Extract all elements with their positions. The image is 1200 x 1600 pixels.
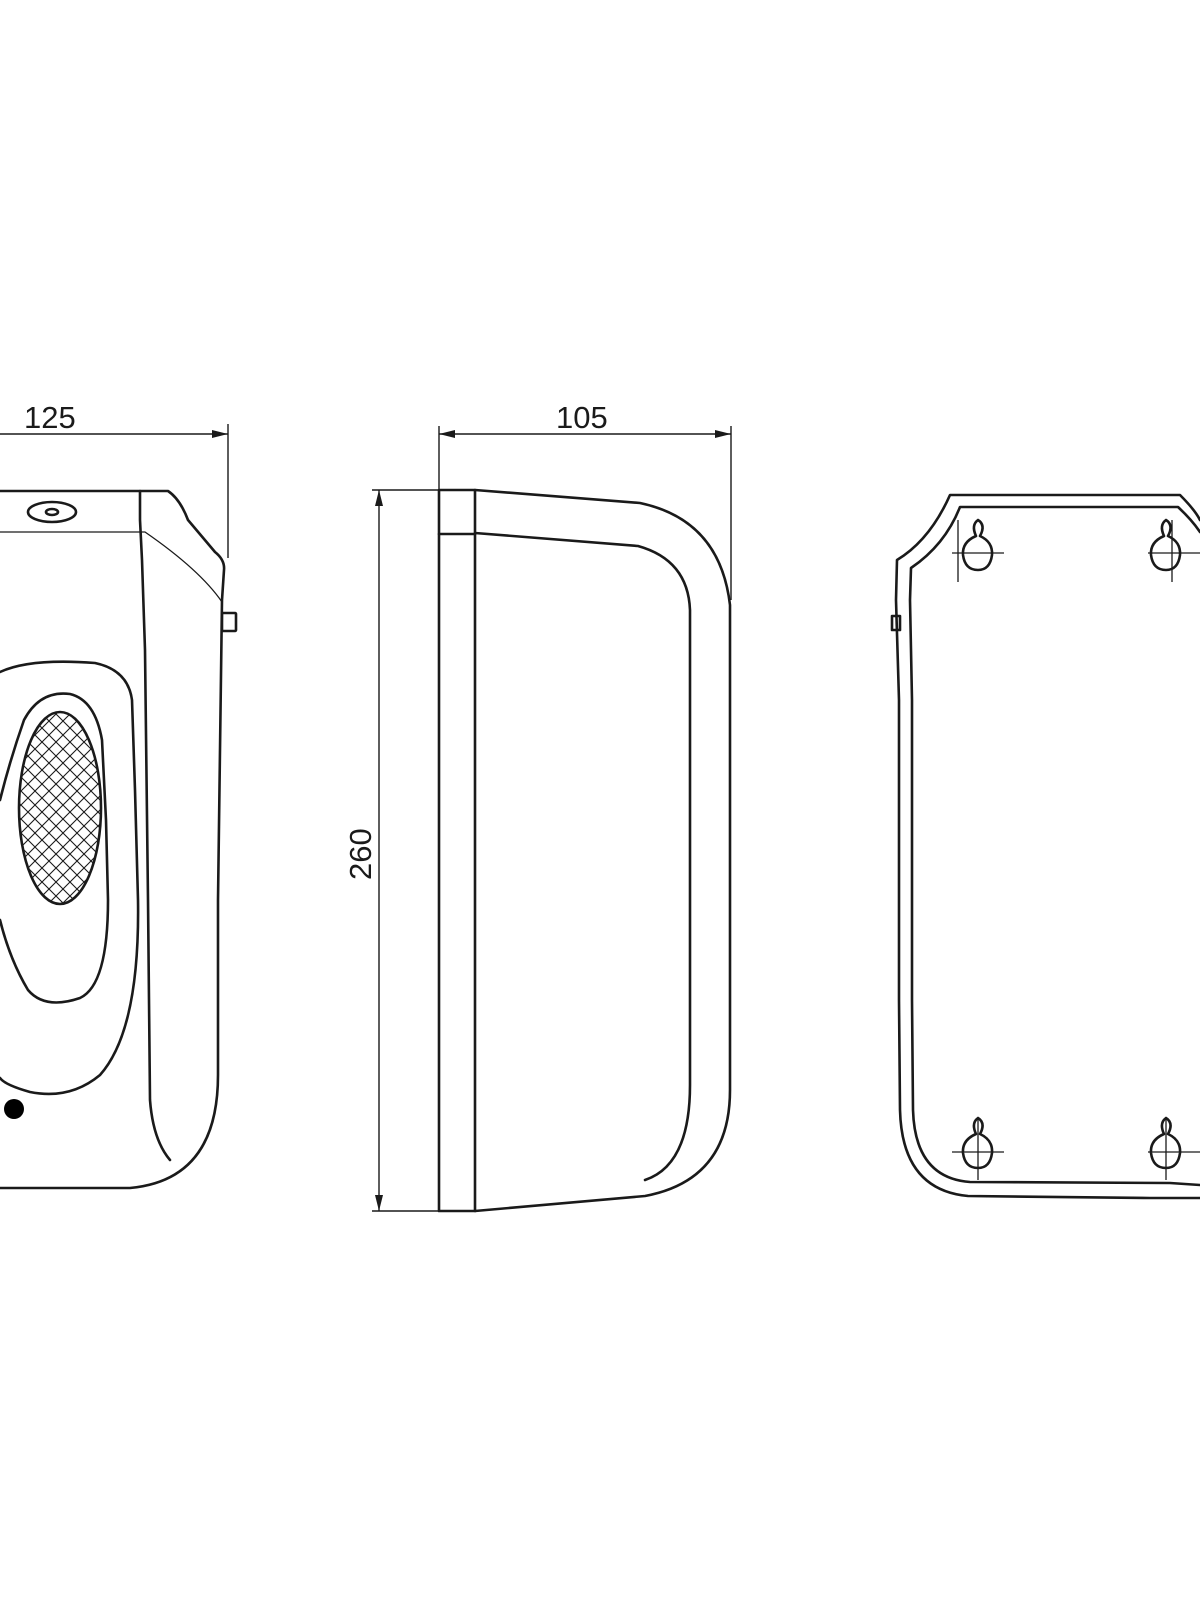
depth-dimension: 105 [438, 400, 732, 600]
level-window-mesh [17, 710, 103, 906]
width-label: 125 [24, 400, 76, 435]
side-wall-plate [437, 488, 477, 1213]
height-dimension: 260 [343, 489, 439, 1212]
pump-button-icon [26, 500, 78, 524]
front-body-outline [0, 489, 226, 1190]
keyhole-top-right-icon [1148, 518, 1200, 582]
depth-label: 105 [556, 400, 608, 435]
back-side-tab [890, 614, 902, 632]
keyhole-bottom-right-icon [1148, 1116, 1200, 1180]
back-body-outline [894, 493, 1200, 1200]
keyhole-top-left-icon [952, 518, 1004, 582]
side-body-outline [473, 488, 732, 1213]
side-body-inner-contour [473, 531, 692, 1182]
front-view: 125 [0, 400, 238, 1190]
back-view [890, 493, 1200, 1200]
front-top-edge-line [0, 531, 223, 603]
front-side-tab [220, 611, 238, 633]
height-label: 260 [343, 828, 378, 880]
front-side-seam [138, 489, 172, 1162]
sensor-dot-icon [4, 1099, 24, 1119]
front-window-inner [0, 692, 110, 1004]
side-view: 105 260 [343, 400, 732, 1213]
keyhole-bottom-left-icon [952, 1116, 1004, 1180]
front-window-panel [0, 660, 140, 1096]
width-dimension: 125 [0, 400, 229, 558]
back-body-inner [908, 505, 1200, 1187]
